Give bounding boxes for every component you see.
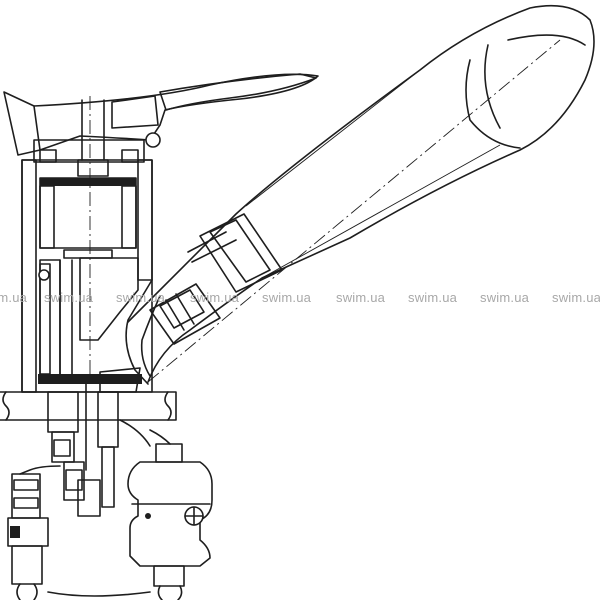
bottom-hose (47, 591, 151, 597)
watermark-text: swim.ua (190, 290, 240, 305)
watermark-text: swim.ua (0, 290, 28, 305)
lever-handle (3, 73, 319, 156)
watermark-text: swim.ua (262, 290, 312, 305)
watermark-text: swim.ua (552, 290, 600, 305)
countertop (0, 391, 177, 421)
shower-head (127, 4, 595, 383)
mixer-body (21, 159, 153, 393)
watermark-text: swim.ua (336, 290, 386, 305)
supply-fittings (47, 379, 151, 517)
check-valve (127, 429, 213, 600)
flexible-hose-left (7, 465, 61, 600)
watermark-text: swim.ua (44, 290, 94, 305)
hose-coupling (149, 213, 283, 345)
watermark-text: swim.ua (116, 290, 166, 305)
watermark-text: swim.ua (408, 290, 458, 305)
watermark-text: swim.ua (480, 290, 530, 305)
